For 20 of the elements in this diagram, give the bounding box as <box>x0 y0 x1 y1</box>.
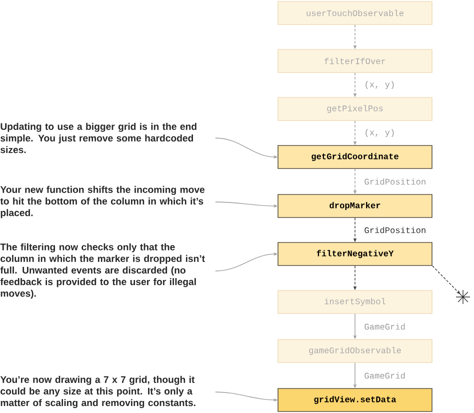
process-box: gridView.setData <box>278 388 432 412</box>
annotation-text: Your new function shifts the incoming move to hit the bottom of the column in which it’s placed. <box>0 186 204 218</box>
edge-label: (x, y) <box>366 129 394 137</box>
edge-label: GameGrid <box>364 372 405 379</box>
edge-label: GridPosition <box>364 226 426 234</box>
process-box: gameGridObservable <box>278 339 432 363</box>
discard-star <box>456 290 470 304</box>
process-box: userTouchObservable <box>278 1 432 25</box>
process-box: filterNegativeY <box>278 242 432 266</box>
process-box: filterIfOver <box>278 49 432 73</box>
edge-label: (x, y) <box>366 81 394 89</box>
process-box: getPixelPos <box>278 97 432 121</box>
edge-label: GameGrid <box>364 323 405 330</box>
process-box: dropMarker <box>278 194 432 218</box>
annotation-text: You’re now drawing a 7 x 7 grid, though it could be any size at this point. It’s only a matter of scaling and removing constants. <box>0 376 196 408</box>
annotation-text: Updating to use a bigger grid is in the end simple. You just remove some hardcoded sizes. <box>0 122 196 154</box>
process-box: getGridCoordinate <box>278 145 432 169</box>
process-box: insertSymbol <box>278 290 432 314</box>
edge-label: GridPosition <box>364 178 426 185</box>
annotation-text: The filtering now checks only that the column in which the marker is dropped isn’t full. Unwanted events are discarded (no feedback is provided to the user for illegal moves). <box>0 243 205 299</box>
